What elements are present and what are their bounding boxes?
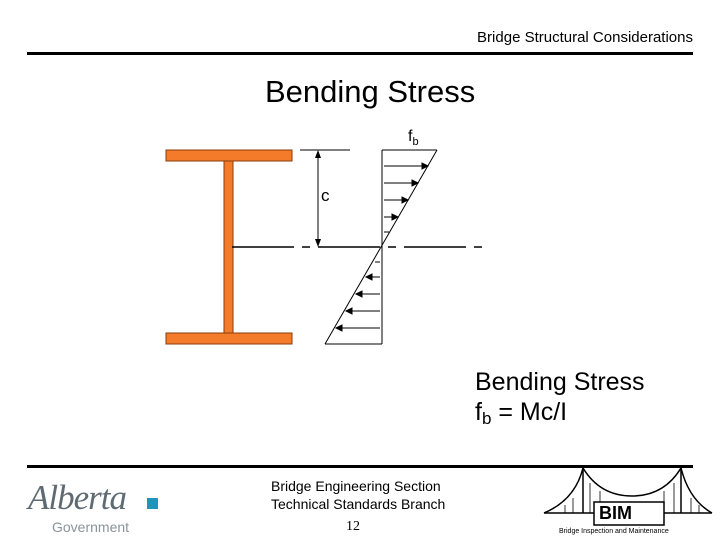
- beam-bottom-flange: [165, 332, 293, 345]
- formula-title: Bending Stress: [475, 368, 645, 396]
- c-label: c: [321, 186, 330, 205]
- compression-arrows: [384, 162, 430, 233]
- tension-arrows: [334, 261, 380, 332]
- beam-top-flange: [165, 149, 293, 162]
- footer-section: Bridge Engineering Section: [271, 478, 441, 494]
- alberta-logo-square: [147, 498, 158, 509]
- footer-branch: Technical Standards Branch: [271, 496, 446, 512]
- header-rule: [27, 52, 693, 55]
- alberta-logo-wordmark: Alberta: [28, 478, 127, 517]
- c-dimension-arrow-top: [315, 150, 321, 158]
- bim-bridge-logo: [543, 466, 713, 526]
- beam-web: [223, 160, 234, 334]
- footer-rule: [27, 465, 693, 468]
- stress-profile-line: [324, 149, 438, 345]
- alberta-government-label: Government: [52, 519, 130, 535]
- formula-equation: fb = Mc/I: [475, 398, 568, 428]
- bim-label: BIM: [599, 503, 632, 523]
- c-dimension-arrow-bottom: [315, 239, 321, 247]
- page-number: 12: [346, 519, 360, 534]
- bim-subtitle: Bridge Inspection and Maintenance: [559, 528, 669, 535]
- fb-label: fb: [408, 128, 419, 148]
- slide-title: Bending Stress: [265, 74, 476, 109]
- header-title: Bridge Structural Considerations: [477, 29, 693, 46]
- formula-block: Bending Stress fb = Mc/I: [475, 367, 645, 434]
- footer-org: Bridge Engineering Section Technical Sta…: [271, 477, 445, 513]
